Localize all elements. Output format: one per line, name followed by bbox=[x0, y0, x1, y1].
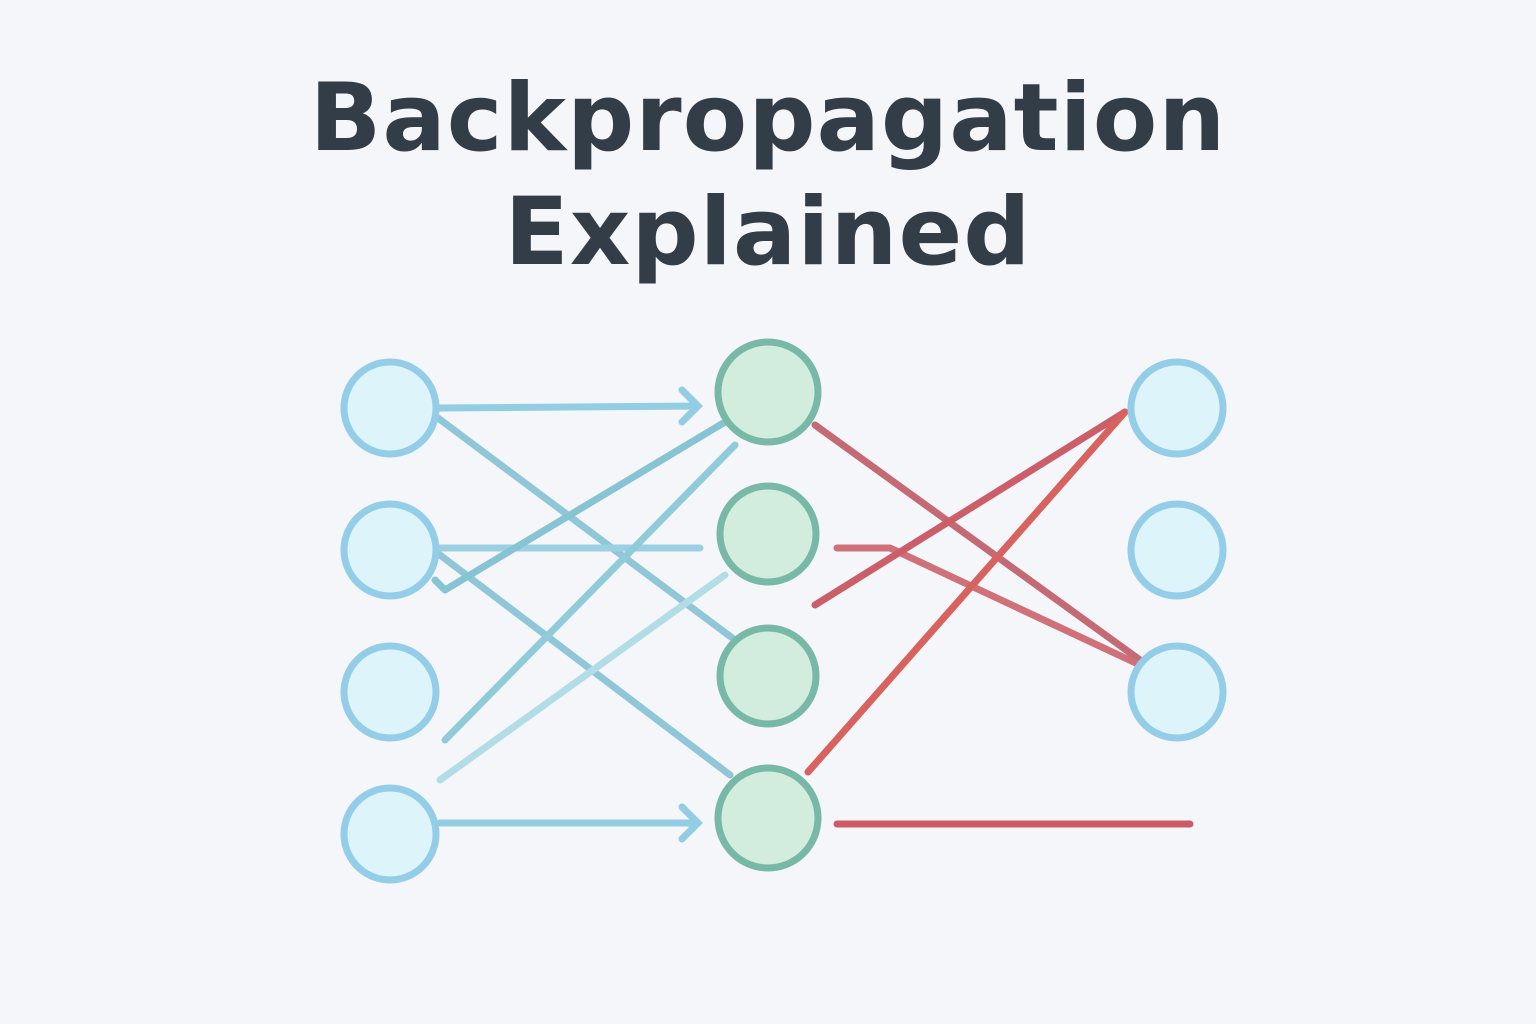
hidden-node bbox=[716, 482, 820, 586]
title-line-1: Backpropagation bbox=[309, 64, 1227, 173]
edge-forward bbox=[436, 571, 729, 784]
diagram-title: Backpropagation Explained bbox=[0, 62, 1536, 290]
edge-forward bbox=[436, 386, 703, 426]
hidden-node bbox=[714, 764, 822, 872]
edge-forward bbox=[441, 441, 739, 744]
title-line-2: Explained bbox=[504, 178, 1032, 287]
edge-backward bbox=[833, 544, 1144, 669]
output-layer bbox=[1127, 358, 1227, 742]
input-node bbox=[340, 642, 440, 742]
edge-backward bbox=[811, 421, 1144, 664]
input-node bbox=[340, 358, 440, 458]
edge-backward bbox=[811, 408, 1129, 609]
hidden-layer bbox=[714, 338, 822, 872]
input-node bbox=[340, 500, 440, 600]
output-node bbox=[1127, 500, 1227, 600]
edge-backward bbox=[804, 408, 1129, 776]
backward-edges bbox=[804, 402, 1194, 828]
output-node bbox=[1127, 358, 1227, 458]
output-node bbox=[1127, 642, 1227, 742]
hidden-node bbox=[714, 338, 822, 446]
edge-forward bbox=[434, 414, 739, 644]
hidden-node bbox=[716, 624, 820, 728]
input-node bbox=[340, 784, 440, 884]
edge-forward bbox=[436, 803, 703, 843]
input-layer bbox=[340, 358, 440, 884]
edge-forward bbox=[431, 418, 729, 594]
forward-edges bbox=[431, 386, 739, 843]
edge-forward bbox=[436, 551, 734, 779]
